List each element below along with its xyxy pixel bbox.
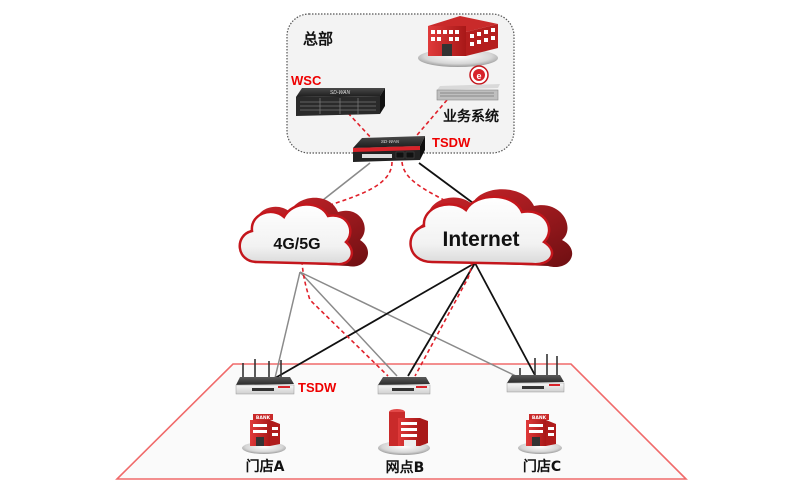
gateway-label: TSDW: [432, 135, 471, 150]
branch-b-label: 网点B: [386, 459, 425, 476]
branch-c-label: 门店C: [523, 458, 561, 475]
headquarters-title: 总部: [303, 30, 333, 48]
svg-text:e: e: [476, 71, 481, 81]
link-mobile-branch-b: [299, 271, 398, 377]
branch-a-label: 门店A: [246, 458, 285, 475]
controller-label: WSC: [291, 73, 322, 88]
branch-a-bank-building-icon: BANK: [242, 414, 286, 454]
svg-text:SD-WAN: SD-WAN: [330, 90, 351, 96]
cloud-internet-label: Internet: [442, 228, 519, 251]
headquarters-building-icon: [418, 16, 498, 67]
tunnel-gateway-branch-b-via-mobile: [301, 161, 393, 377]
tunnel-controller-gateway: [347, 112, 375, 142]
business-system-label: 业务系统: [443, 108, 499, 125]
cloud-mobile-body: [238, 203, 354, 266]
branch-c-bank-building-icon: BANK: [518, 414, 562, 454]
controller-server-icon[interactable]: SD-WAN: [296, 88, 385, 116]
cloud-internet-body: [409, 195, 554, 266]
branch-a-device-label: TSDW: [298, 380, 337, 395]
link-internet-branch-a: [269, 262, 476, 382]
business-server-icon[interactable]: [436, 84, 500, 101]
cloud-mobile-label: 4G/5G: [273, 236, 320, 253]
gateway-router-icon[interactable]: SD-WAN: [353, 136, 425, 162]
web-application-icon: e: [469, 65, 489, 85]
branch-c-router-icon[interactable]: [506, 354, 565, 393]
link-gateway-internet: [418, 162, 474, 204]
cloud-internet: Internet: [409, 189, 573, 268]
link-gateway-mobile: [322, 162, 371, 201]
branch-b-router-icon[interactable]: [377, 377, 431, 395]
branch-b-office-building-icon: [378, 409, 430, 455]
link-mobile-branch-c: [299, 271, 521, 379]
svg-text:BANK: BANK: [256, 415, 271, 421]
svg-text:SD-WAN: SD-WAN: [381, 139, 400, 144]
link-internet-branch-b: [407, 262, 476, 377]
cloud-mobile: 4G/5G: [238, 197, 369, 267]
link-mobile-branch-a: [274, 271, 301, 379]
tunnel-gateway-branch-b-via-internet: [401, 161, 475, 377]
svg-text:BANK: BANK: [532, 415, 547, 421]
tunnel-business-gateway: [411, 99, 448, 142]
link-internet-branch-c: [474, 262, 538, 380]
branch-a-router-icon[interactable]: [235, 359, 295, 395]
